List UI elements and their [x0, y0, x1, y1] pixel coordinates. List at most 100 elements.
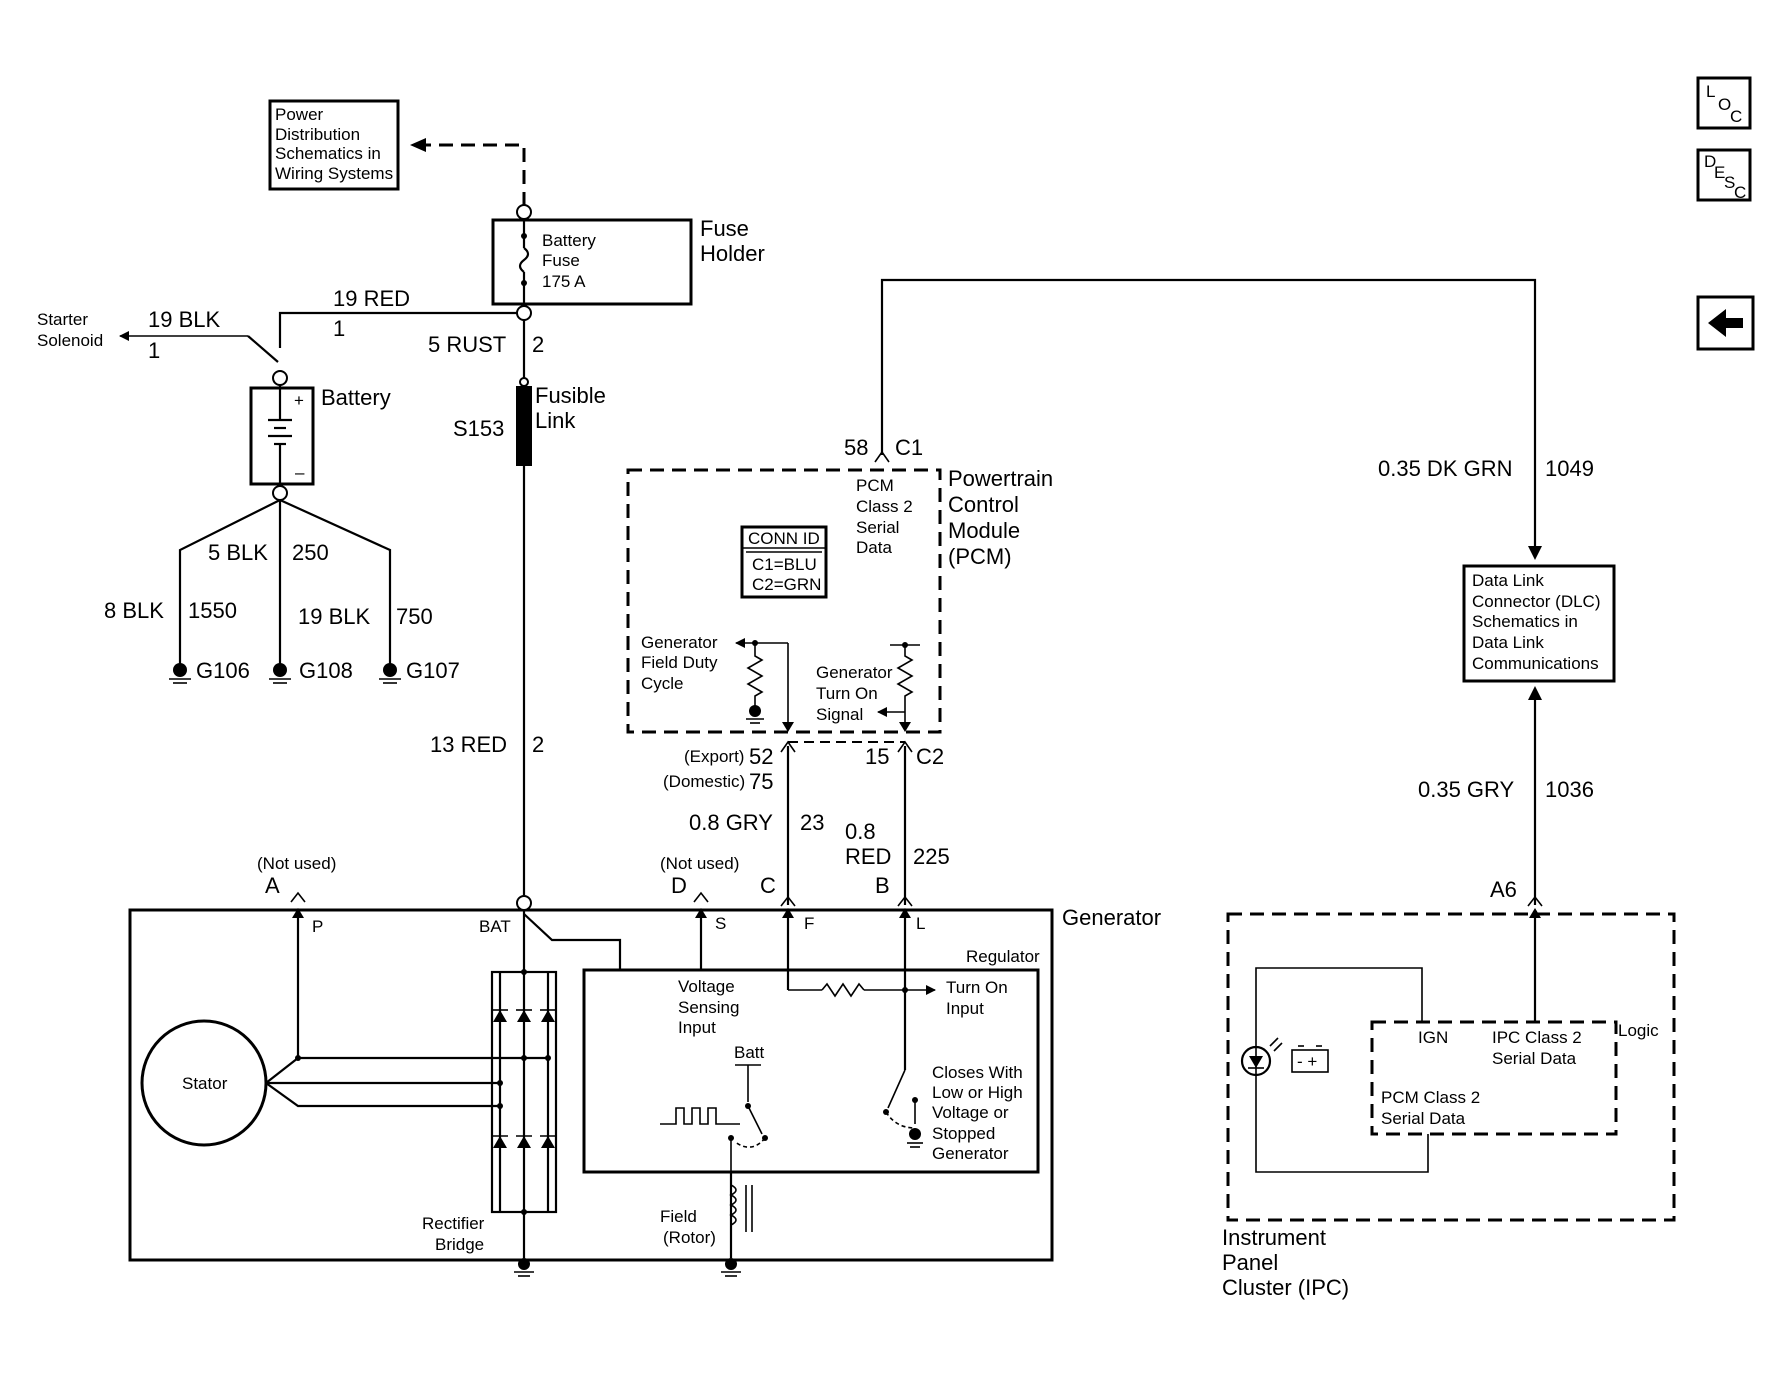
arrow-left-icon — [1708, 309, 1743, 337]
label-pins-below-pcm-p15: 15 — [865, 744, 889, 769]
label-pcm-conn-c1: C1=BLU — [752, 555, 817, 574]
label-fuse-name2: Fuse — [542, 251, 580, 270]
label-pcm-serial-1: Class 2 — [856, 497, 913, 516]
back-arrow-button[interactable] — [1696, 295, 1755, 351]
label-red13-wire: 13 RED — [430, 732, 507, 757]
label-dlc-wire-top: 0.35 DK GRN — [1378, 456, 1513, 481]
label-generator-c: C — [760, 873, 776, 898]
label-dlc-box-2: Schematics in — [1472, 612, 1578, 631]
label-dlc-box-0: Data Link — [1472, 571, 1544, 590]
power-dist-ref-line — [414, 143, 526, 206]
label-pins-below-pcm-gry-circ: 23 — [800, 810, 824, 835]
label-pins-below-pcm-red-circ: 225 — [913, 844, 950, 869]
label-pcm-gen-turnon-0: Generator — [816, 663, 893, 682]
label-red19-wire: 19 RED — [333, 286, 410, 311]
label-ipc-title-1: Panel — [1222, 1250, 1278, 1275]
label-ipc-ign: IGN — [1418, 1028, 1448, 1047]
label-pcm-title-0: Powertrain — [948, 466, 1053, 491]
label-generator-closes-0: Closes With — [932, 1063, 1023, 1082]
label-pins-below-pcm-red-wire1: 0.8 — [845, 819, 876, 844]
label-generator-batt: Batt — [734, 1043, 765, 1062]
loc-button[interactable]: L O C — [1696, 76, 1752, 130]
label-generator-turnon-1: Input — [946, 999, 984, 1018]
label-grounds-g2: G108 — [299, 658, 353, 683]
label-generator-bat: BAT — [479, 917, 511, 936]
label-generator-notused-a: (Not used) — [257, 854, 336, 873]
label-battery-minus: – — [295, 463, 305, 482]
label-dlc-box-1: Connector (DLC) — [1472, 592, 1601, 611]
label-fuse-rating: 175 A — [542, 272, 586, 291]
label-rust-pin: 2 — [532, 332, 544, 357]
ground-wires: 5 BLK 250 8 BLK 1550 19 BLK 750 G106 G10… — [104, 498, 460, 684]
label-grounds-w2: 8 BLK — [104, 598, 164, 623]
label-ipc-title-2: Cluster (IPC) — [1222, 1275, 1349, 1300]
dlc-box: Data Link Connector (DLC) Schematics in … — [1462, 564, 1616, 683]
label-fusible-l1: Fusible — [535, 383, 606, 408]
label-ipc-a6: A6 — [1490, 877, 1517, 902]
label-generator-closes-3: Stopped — [932, 1124, 995, 1143]
label-generator-b: B — [875, 873, 890, 898]
label-pcm-gen-turnon-2: Signal — [816, 705, 863, 724]
label-nav-loc-0: L — [1706, 82, 1715, 101]
fusible-link — [516, 386, 532, 466]
power-distribution-box: Power Distribution Schematics in Wiring … — [268, 99, 400, 191]
label-pcm-serial-0: PCM — [856, 476, 894, 495]
label-generator-notused-d: (Not used) — [660, 854, 739, 873]
label-generator-regulator: Regulator — [966, 947, 1040, 966]
label-generator-closes-1: Low or High — [932, 1083, 1023, 1102]
ipc-module: A6 Logic IGN IPC Class 2 Serial Data PCM… — [1222, 877, 1676, 1300]
label-pcm-gen-field-1: Field Duty — [641, 653, 718, 672]
label-grounds-w3: 19 BLK — [298, 604, 370, 629]
label-pins-below-pcm-c2: C2 — [916, 744, 944, 769]
battery: + – Battery — [249, 370, 391, 501]
label-grounds-c1: 250 — [292, 540, 329, 565]
label-generator-title: Generator — [1062, 905, 1161, 930]
label-pcm-title-3: (PCM) — [948, 544, 1012, 569]
label-dlc-circ-top: 1049 — [1545, 456, 1594, 481]
label-pins-below-pcm-p75: 75 — [749, 769, 773, 794]
label-pcm-gen-field-0: Generator — [641, 633, 718, 652]
svg-text:- +: - + — [1297, 1052, 1317, 1071]
fuse-holder: Battery Fuse 175 A Fuse Holder — [491, 204, 765, 321]
label-starter-pin: 1 — [148, 338, 160, 363]
label-pins-below-pcm-domestic: (Domestic) — [663, 772, 745, 791]
label-ipc-pcm-serial-1: Serial Data — [1381, 1109, 1466, 1128]
label-generator-a: A — [265, 873, 280, 898]
label-grounds-c3: 750 — [396, 604, 433, 629]
label-starter-l2: Solenoid — [37, 331, 103, 350]
label-starter-l1: Starter — [37, 310, 88, 329]
label-generator-p: P — [312, 917, 323, 936]
label-pins-below-pcm-p52: 52 — [749, 744, 773, 769]
label-pcm-pin58: 58 — [844, 435, 868, 460]
label-generator-l: L — [916, 914, 925, 933]
label-ipc-ipc-serial-0: IPC Class 2 — [1492, 1028, 1582, 1047]
label-pcm-c1: C1 — [895, 435, 923, 460]
label-pcm-gen-field-2: Cycle — [641, 674, 684, 693]
label-starter-wire: 19 BLK — [148, 307, 220, 332]
label-pcm-title-2: Module — [948, 518, 1020, 543]
label-ipc-logic: Logic — [1618, 1021, 1659, 1040]
label-red13-pin: 2 — [532, 732, 544, 757]
label-pcm-serial-2: Serial — [856, 518, 899, 537]
label-generator-vsense-2: Input — [678, 1018, 716, 1037]
label-dlc-circ-bot: 1036 — [1545, 777, 1594, 802]
label-pins-below-pcm-gry-wire: 0.8 GRY — [689, 810, 773, 835]
label-battery-plus: + — [294, 391, 304, 410]
label-nav-loc-1: O — [1718, 95, 1731, 114]
label-generator-rectifier-1: Bridge — [435, 1235, 484, 1254]
label-power-dist-box-0: Power — [275, 105, 324, 124]
desc-button[interactable]: D E S C — [1696, 148, 1752, 202]
label-ipc-title-0: Instrument — [1222, 1225, 1326, 1250]
label-dlc-box-4: Communications — [1472, 654, 1599, 673]
generator: Generator (Not used) A P BAT (Not used) … — [128, 854, 1161, 1277]
label-grounds-c2: 1550 — [188, 598, 237, 623]
wire-serial-data — [880, 278, 1537, 555]
label-grounds-g3: G107 — [406, 658, 460, 683]
wire-19-blk-diag — [247, 335, 279, 363]
label-pcm-conn-c2: C2=GRN — [752, 575, 821, 594]
label-power-dist-box-3: Wiring Systems — [275, 164, 393, 183]
label-pcm-gen-turnon-1: Turn On — [816, 684, 878, 703]
label-red19-pin: 1 — [333, 316, 345, 341]
